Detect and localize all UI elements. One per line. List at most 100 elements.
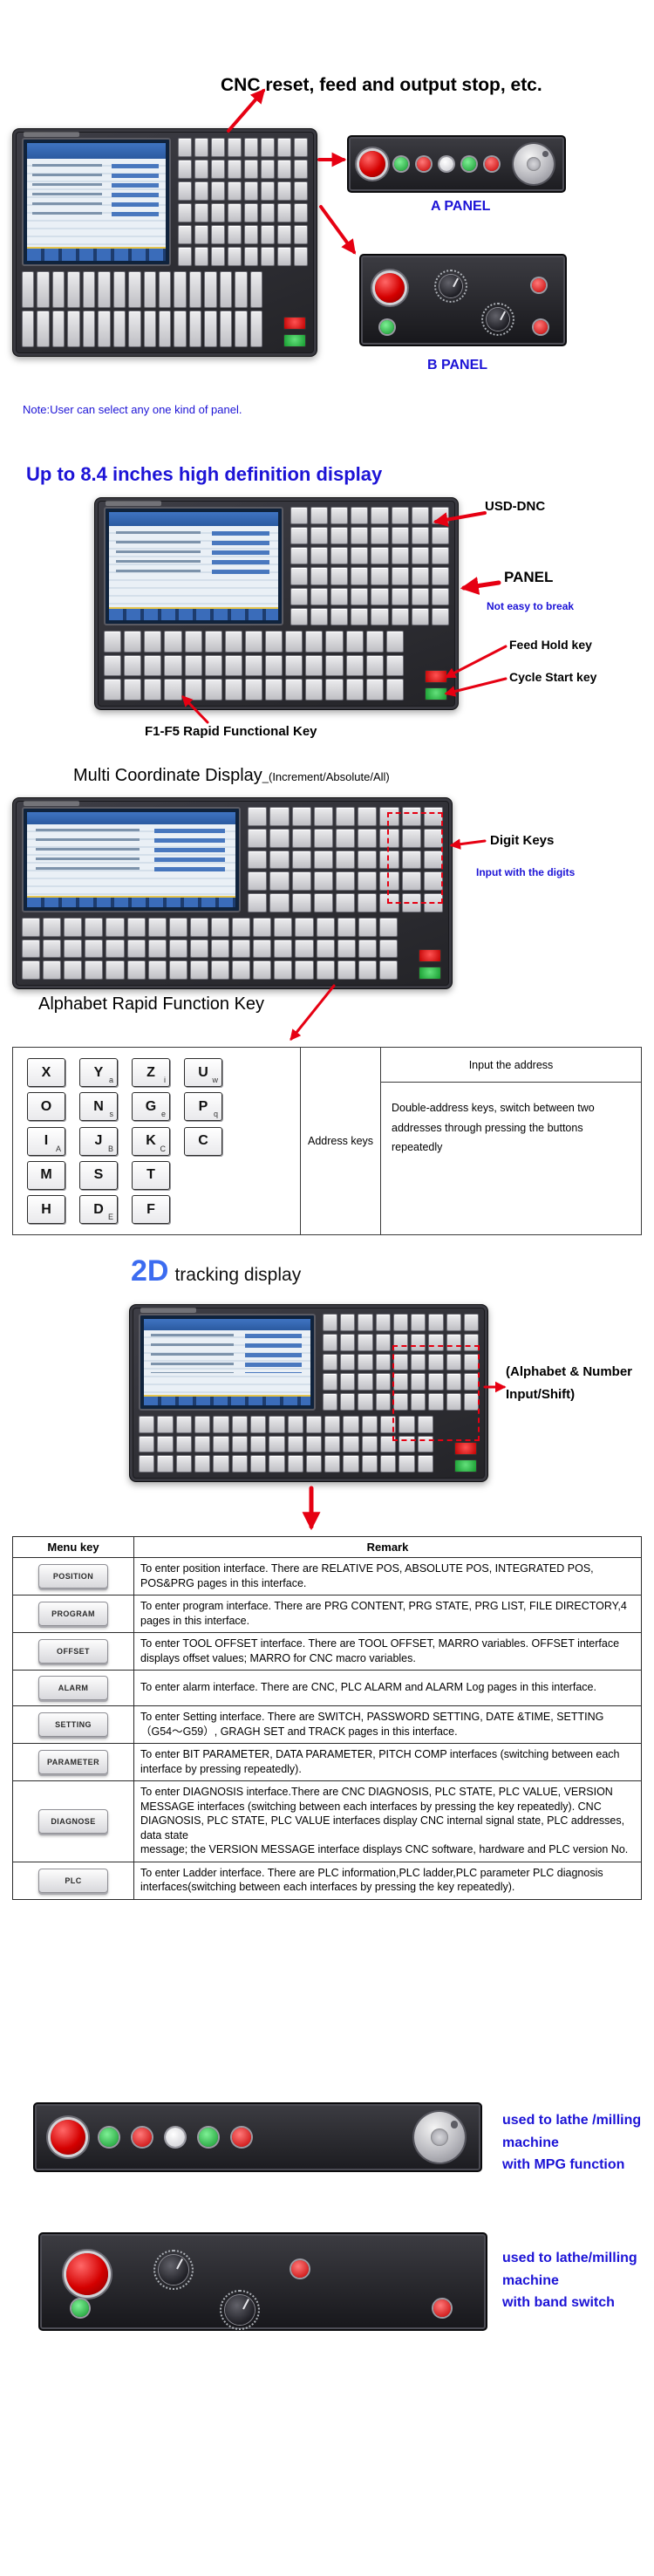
device-key bbox=[380, 1435, 397, 1453]
device-key bbox=[340, 1314, 356, 1331]
device-key bbox=[371, 587, 389, 605]
device-key bbox=[177, 225, 192, 245]
device-key bbox=[194, 1435, 211, 1453]
device-key bbox=[313, 893, 333, 912]
device-key bbox=[168, 917, 187, 937]
device-key bbox=[324, 1415, 341, 1433]
device-key bbox=[227, 138, 242, 158]
device-key bbox=[204, 631, 222, 653]
address-keycap: T bbox=[132, 1160, 170, 1190]
menu-remark-cell: To enter position interface. There are R… bbox=[133, 1557, 642, 1595]
device-key bbox=[164, 654, 182, 677]
device-key bbox=[249, 271, 262, 309]
device-key bbox=[177, 203, 192, 223]
address-keycap: O bbox=[27, 1092, 65, 1122]
device-key bbox=[98, 271, 111, 309]
device-key bbox=[385, 631, 404, 653]
device-key bbox=[143, 271, 156, 309]
device-key bbox=[260, 160, 275, 180]
red-button bbox=[433, 2299, 451, 2317]
device-key bbox=[371, 607, 389, 625]
menu-keycap: PROGRAM bbox=[38, 1602, 108, 1626]
device-key bbox=[371, 567, 389, 585]
device-key bbox=[64, 960, 83, 980]
device-key bbox=[22, 960, 41, 980]
machine-control-keys bbox=[22, 271, 262, 347]
device-key bbox=[428, 1353, 444, 1371]
device-key bbox=[285, 654, 303, 677]
arrow-to-title bbox=[227, 88, 266, 133]
device-key bbox=[337, 917, 356, 937]
device-key bbox=[316, 917, 335, 937]
device-key bbox=[401, 871, 421, 892]
device-key bbox=[82, 311, 96, 347]
device-key bbox=[322, 1333, 338, 1351]
device-key bbox=[431, 587, 449, 605]
machine-control-keys bbox=[139, 1415, 433, 1472]
device-key bbox=[177, 160, 192, 180]
a-panel-photo bbox=[347, 135, 566, 193]
device-key bbox=[260, 247, 275, 267]
device-key bbox=[431, 607, 449, 625]
device-key bbox=[401, 807, 421, 826]
menu-keycap: ALARM bbox=[38, 1676, 108, 1700]
device-key bbox=[375, 1314, 391, 1331]
device-key bbox=[290, 547, 309, 565]
callout-digit-keys: Digit Keys bbox=[490, 833, 555, 848]
device-key bbox=[194, 225, 208, 245]
menu-keycap: OFFSET bbox=[38, 1639, 108, 1664]
callout-usb-dnc: USD-DNC bbox=[485, 499, 546, 514]
start-hold-keys bbox=[283, 317, 306, 347]
heading-multi-coordinate-sub: _(Increment/Absolute/All) bbox=[262, 770, 390, 783]
menu-key-cell: SETTING bbox=[12, 1705, 134, 1744]
address-keycap-subletter: A bbox=[55, 1144, 61, 1153]
device-key bbox=[194, 1415, 211, 1433]
address-keycap-letter: S bbox=[93, 1167, 104, 1183]
device-key bbox=[194, 160, 208, 180]
address-keycap-letter: T bbox=[146, 1167, 155, 1183]
device-key bbox=[335, 893, 356, 912]
device-key bbox=[358, 828, 378, 848]
mpg-handwheel bbox=[514, 144, 554, 184]
device-key bbox=[164, 631, 182, 653]
device-key bbox=[22, 939, 41, 959]
device-key bbox=[144, 654, 162, 677]
device-key bbox=[210, 247, 225, 267]
device-key bbox=[232, 939, 251, 959]
device-key bbox=[351, 527, 369, 545]
device-key bbox=[157, 1415, 174, 1433]
device-key bbox=[330, 607, 349, 625]
callout-panel-note: Not easy to break bbox=[487, 600, 575, 612]
device-key bbox=[243, 247, 258, 267]
screen-body bbox=[109, 526, 278, 608]
device-key bbox=[295, 917, 314, 937]
device-key bbox=[345, 654, 364, 677]
device-key bbox=[126, 960, 146, 980]
panel-selection-note: Note:User can select any one kind of pan… bbox=[23, 403, 242, 416]
device-key bbox=[227, 181, 242, 202]
address-keycap-letter: N bbox=[93, 1098, 104, 1114]
green-button bbox=[199, 2128, 218, 2147]
device-key bbox=[43, 917, 62, 937]
device-key bbox=[358, 1393, 373, 1411]
mdi-keypad bbox=[177, 138, 308, 267]
device-key bbox=[175, 1415, 192, 1433]
address-keycap-subletter: B bbox=[107, 1144, 113, 1153]
device-key bbox=[285, 679, 303, 700]
device-key bbox=[175, 1455, 192, 1472]
address-keycap: C bbox=[184, 1126, 222, 1156]
b-panel-label: B PANEL bbox=[427, 358, 488, 372]
device-key bbox=[260, 138, 275, 158]
device-key bbox=[219, 311, 233, 347]
device-key bbox=[210, 225, 225, 245]
brand-logo bbox=[24, 132, 79, 137]
device-key bbox=[168, 960, 187, 980]
device-key bbox=[231, 1455, 248, 1472]
